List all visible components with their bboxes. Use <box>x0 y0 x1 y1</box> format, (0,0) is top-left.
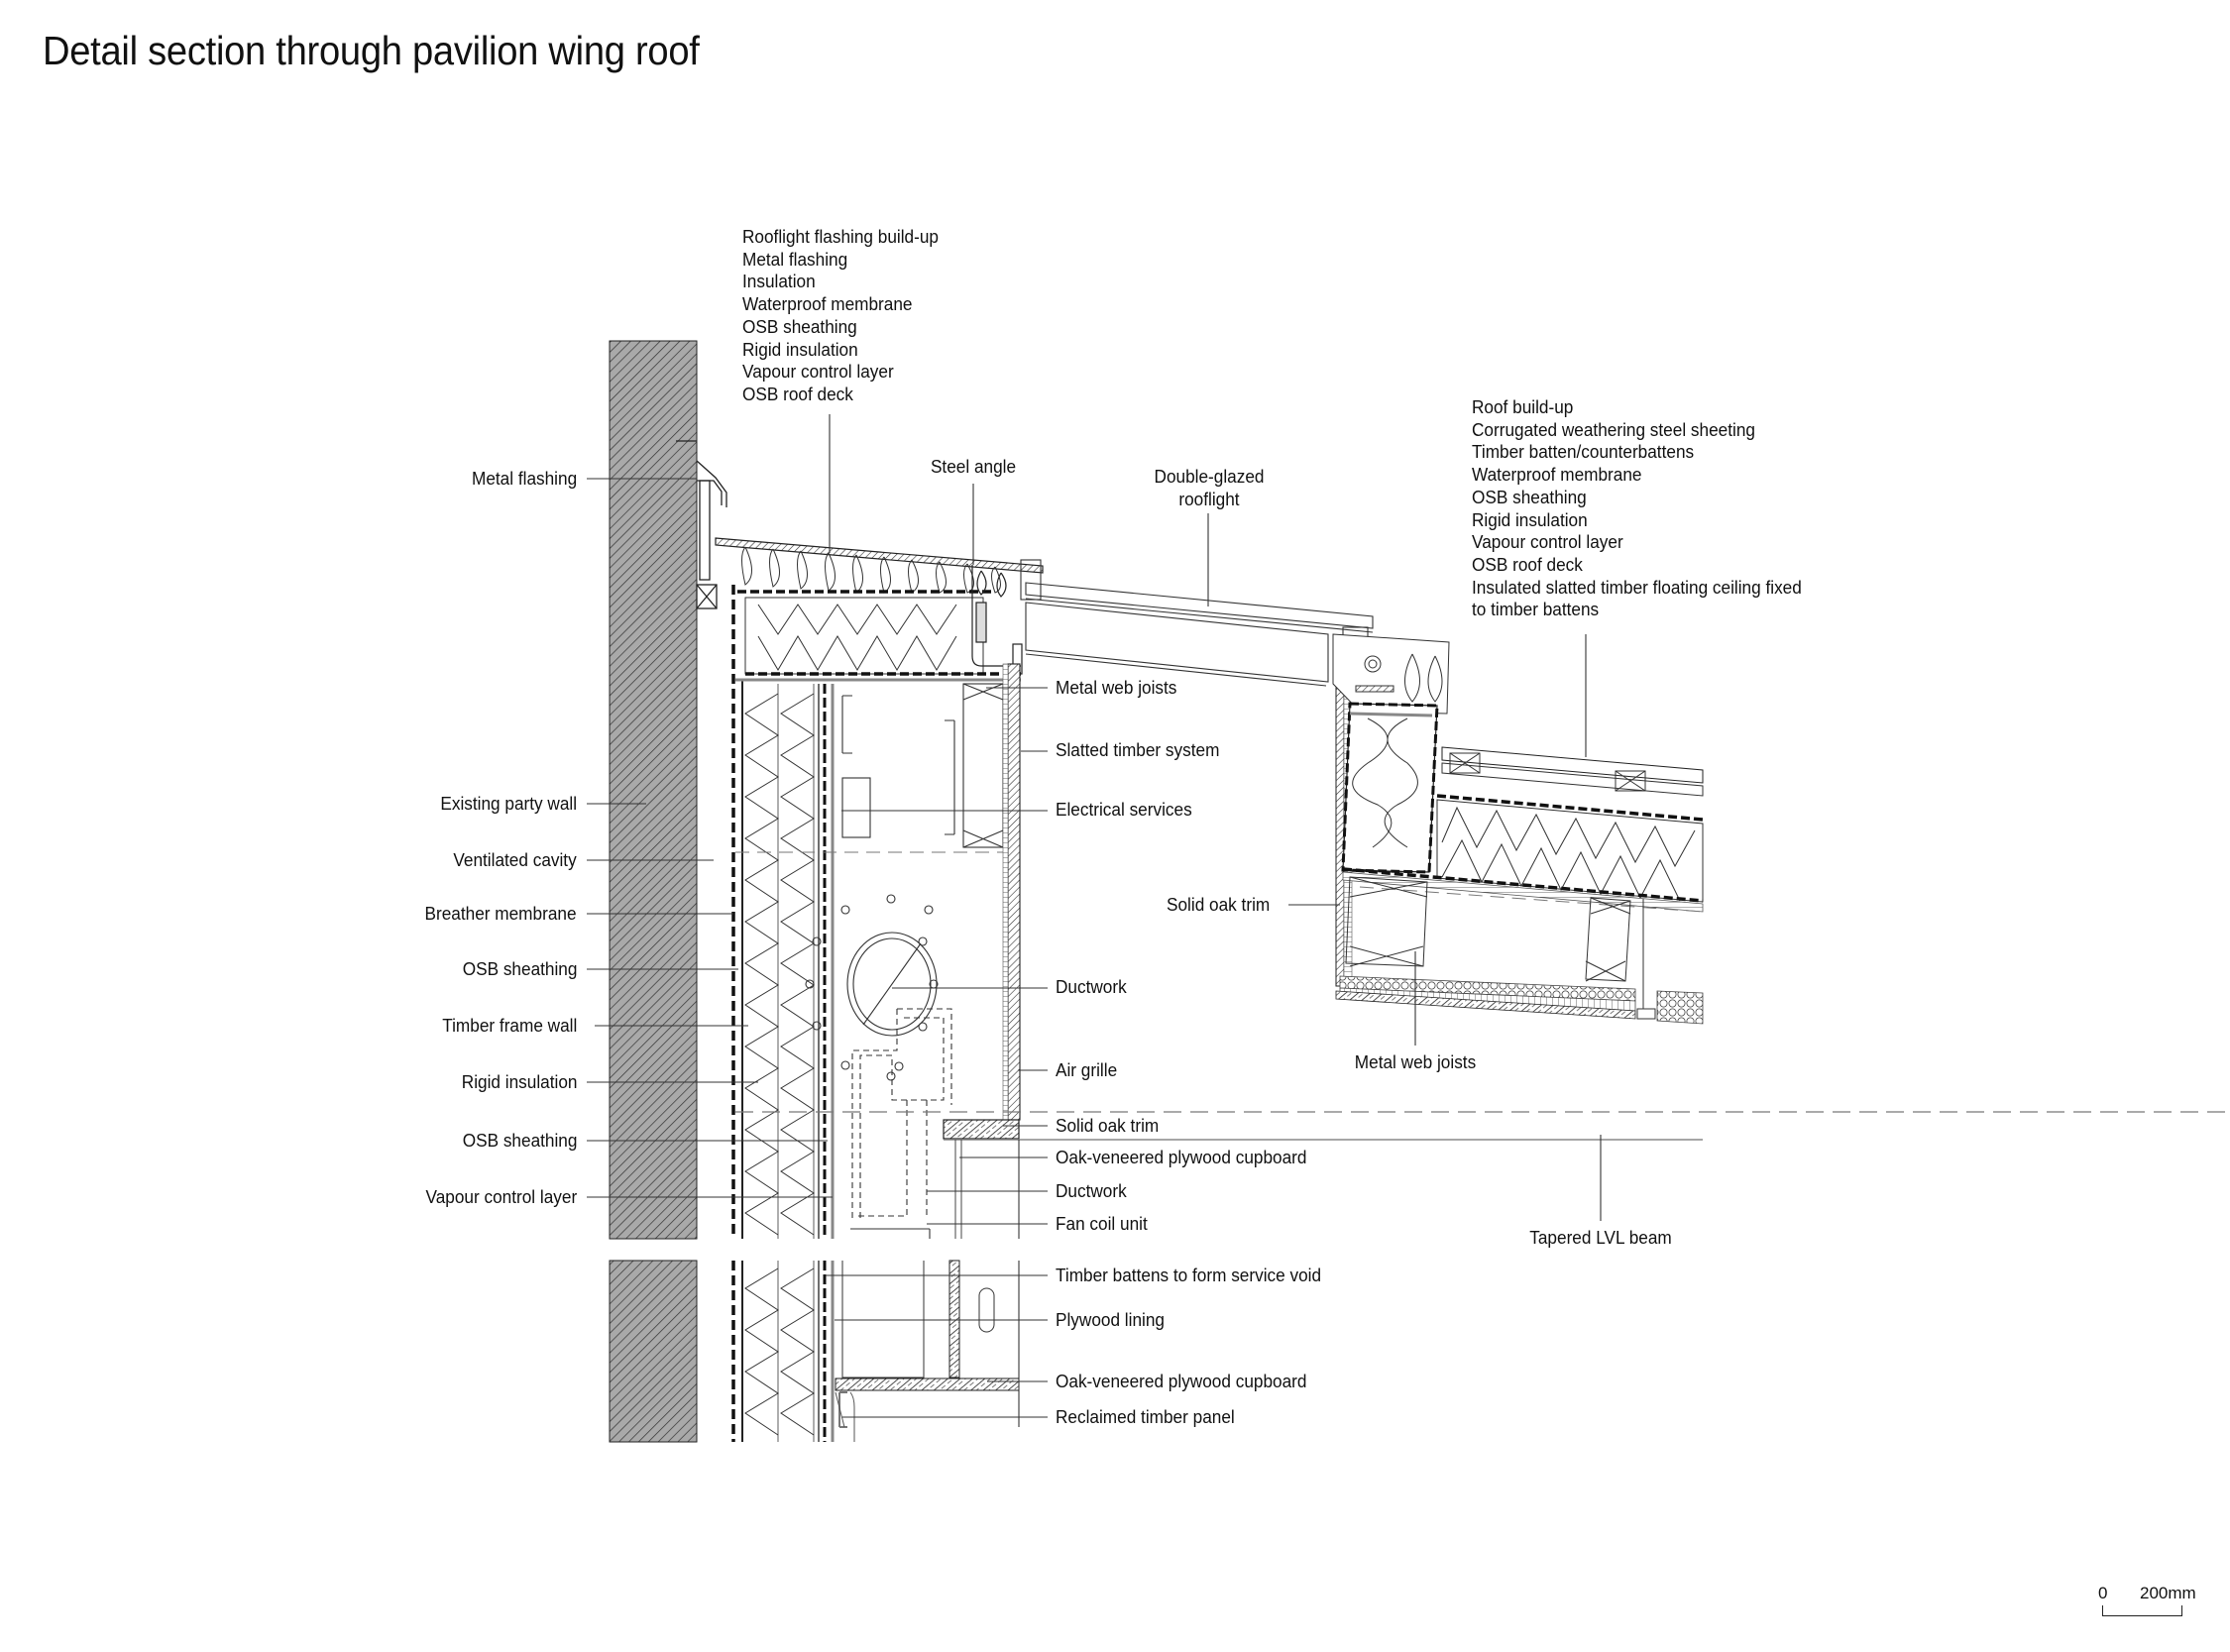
right-roof <box>1332 633 1704 1025</box>
label-rooflight-flashing-buildup: Rooflight flashing build-up <box>742 226 939 247</box>
label-slatted-ceiling-cont: to timber battens <box>1472 599 1600 620</box>
label-metal-flashing-wall: Metal flashing <box>471 468 577 489</box>
label-air-grille: Air grille <box>1056 1059 1118 1080</box>
label-osb-sheathing-inner: OSB sheathing <box>462 1130 577 1151</box>
scale-bar-start: 0 <box>2098 1584 2108 1602</box>
label-timber-battens: Timber batten/counterbattens <box>1472 441 1695 463</box>
label-slatted-ceiling: Insulated slatted timber floating ceilin… <box>1472 576 1802 598</box>
label-rooflight-line1: Double-glazed <box>1154 466 1265 487</box>
label-ventilated-cavity: Ventilated cavity <box>453 849 577 870</box>
scale-bar: 0 200mm <box>2098 1584 2196 1623</box>
label-rigid-insulation: Rigid insulation <box>742 338 858 360</box>
label-vapour-control-layer: Vapour control layer <box>1472 531 1623 553</box>
label-roof-buildup: Roof build-up <box>1472 396 1574 417</box>
label-metal-web-joists-lower: Metal web joists <box>1354 1051 1477 1072</box>
label-osb-sheathing: OSB sheathing <box>1472 486 1587 507</box>
label-corrugated-steel: Corrugated weathering steel sheeting <box>1472 418 1755 440</box>
label-waterproof-membrane: Waterproof membrane <box>1472 464 1642 486</box>
label-vapour-control-layer-wall: Vapour control layer <box>425 1186 577 1207</box>
double-glazed-rooflight <box>1020 559 1374 687</box>
rooflight-flashing-buildup-labels: Rooflight flashing build-up Metal flashi… <box>742 226 939 406</box>
timber-frame-wall <box>741 679 835 1442</box>
label-oak-veneered-cupboard-upper: Oak-veneered plywood cupboard <box>1056 1147 1307 1167</box>
wall-metal-flashing <box>676 440 727 609</box>
label-osb-roof-deck: OSB roof deck <box>742 383 853 404</box>
label-electrical-services: Electrical services <box>1056 799 1192 820</box>
label-metal-web-joists: Metal web joists <box>1056 677 1177 698</box>
label-plywood-lining: Plywood lining <box>1056 1309 1165 1330</box>
label-fan-coil-unit: Fan coil unit <box>1056 1213 1148 1234</box>
label-rigid-insulation: Rigid insulation <box>1472 508 1588 530</box>
label-slatted-timber-system: Slatted timber system <box>1056 739 1220 760</box>
label-osb-sheathing: OSB sheathing <box>742 315 857 337</box>
label-existing-party-wall: Existing party wall <box>440 793 577 814</box>
service-void <box>735 663 1021 1239</box>
label-osb-sheathing-outer: OSB sheathing <box>462 958 577 979</box>
label-rigid-insulation-wall: Rigid insulation <box>461 1071 577 1092</box>
label-breather-membrane: Breather membrane <box>424 903 577 924</box>
upper-roof-buildup <box>715 537 1044 1442</box>
label-osb-roof-deck: OSB roof deck <box>1472 553 1583 575</box>
roof-buildup-labels: Roof build-up Corrugated weathering stee… <box>1472 396 1802 621</box>
label-ductwork-upper: Ductwork <box>1056 976 1127 997</box>
label-insulation: Insulation <box>742 271 816 292</box>
label-timber-battens-service-void: Timber battens to form service void <box>1056 1265 1322 1285</box>
label-vapour-control-layer: Vapour control layer <box>742 361 894 383</box>
label-oak-veneered-cupboard-lower: Oak-veneered plywood cupboard <box>1056 1371 1307 1391</box>
label-reclaimed-timber-panel: Reclaimed timber panel <box>1056 1406 1235 1427</box>
label-tapered-lvl-beam: Tapered LVL beam <box>1529 1227 1672 1248</box>
label-solid-oak-trim-mid: Solid oak trim <box>1167 894 1271 915</box>
label-ductwork-lower: Ductwork <box>1056 1180 1127 1201</box>
label-solid-oak-trim: Solid oak trim <box>1056 1115 1160 1136</box>
steel-angle <box>971 565 1023 675</box>
scale-bar-line <box>2102 1605 2182 1616</box>
existing-party-wall <box>609 340 698 1443</box>
label-rooflight-line2: rooflight <box>1178 489 1240 509</box>
leader-lines <box>587 414 1602 1418</box>
label-metal-flashing: Metal flashing <box>742 248 848 270</box>
drawing-title: Detail section through pavilion wing roo… <box>43 28 700 73</box>
scale-bar-end: 200mm <box>2140 1584 2196 1602</box>
solid-oak-trim-cupboard <box>735 1111 2230 1442</box>
label-waterproof-membrane: Waterproof membrane <box>742 293 913 315</box>
label-timber-frame-wall: Timber frame wall <box>441 1015 577 1036</box>
label-steel-angle: Steel angle <box>930 456 1017 477</box>
